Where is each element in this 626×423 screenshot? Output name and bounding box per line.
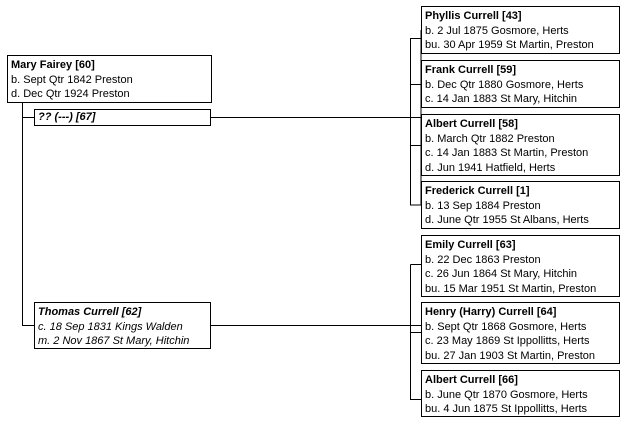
person-box-root[interactable]: Mary Fairey [60] b. Sept Qtr 1842 Presto… [7, 55, 212, 103]
person-name: ?? (---) [67] [38, 111, 96, 123]
person-detail: d. Jun 1941 Hatfield, Herts [425, 161, 556, 174]
person-name: Henry (Harry) Currell [64] [425, 306, 557, 318]
person-detail: d. June Qtr 1955 St Albans, Herts [425, 214, 589, 226]
person-detail: b. June Qtr 1870 Gosmore, Herts [425, 388, 588, 401]
person-box-child[interactable]: Frank Currell [59] b. Dec Qtr 1880 Gosmo… [421, 60, 620, 108]
person-box-child[interactable]: Frederick Currell [1] b. 13 Sep 1884 Pre… [421, 181, 620, 229]
person-detail: bu. 4 Jun 1875 St Ippollitts, Herts [425, 403, 588, 415]
person-detail: b. Sept Qtr 1842 Preston [11, 73, 133, 86]
person-box-spouse-1[interactable]: ?? (---) [67] [34, 109, 211, 126]
person-name: Albert Currell [58] [425, 118, 518, 130]
person-detail: bu. 15 Mar 1951 St Martin, Preston [425, 282, 597, 295]
person-detail: b. Sept Qtr 1868 Gosmore, Herts [425, 320, 587, 333]
person-box-child[interactable]: Albert Currell [58] b. March Qtr 1882 Pr… [421, 114, 620, 176]
person-box-child[interactable]: Emily Currell [63] b. 22 Dec 1863 Presto… [421, 235, 620, 297]
person-detail: bu. 30 Apr 1959 St Martin, Preston [425, 39, 594, 51]
person-detail: d. Dec Qtr 1924 Preston [11, 88, 130, 100]
person-detail: c. 18 Sep 1831 Kings Walden [38, 320, 183, 333]
person-detail: m. 2 Nov 1867 St Mary, Hitchin [38, 335, 190, 347]
person-detail: b. 22 Dec 1863 Preston [425, 253, 541, 266]
spouse2-children-bracket [410, 264, 421, 400]
person-name: Phyllis Currell [43] [425, 10, 522, 22]
root-to-spouse-line [22, 103, 34, 326]
person-detail: c. 26 Jun 1864 St Mary, Hitchin [425, 268, 578, 280]
person-name: Thomas Currell [62] [38, 306, 142, 318]
person-name: Emily Currell [63] [425, 239, 516, 251]
person-name: Frederick Currell [1] [425, 185, 530, 197]
person-name: Albert Currell [66] [425, 374, 518, 386]
person-detail: c. 14 Jan 1883 St Martin, Preston [425, 147, 589, 159]
person-detail: bu. 27 Jan 1903 St Martin, Preston [425, 349, 595, 362]
person-box-child[interactable]: Albert Currell [66] b. June Qtr 1870 Gos… [421, 370, 620, 417]
person-detail: b. 2 Jul 1875 Gosmore, Herts [425, 24, 569, 37]
person-detail: c. 14 Jan 1883 St Mary, Hitchin [425, 93, 578, 105]
person-box-spouse-2[interactable]: Thomas Currell [62] c. 18 Sep 1831 Kings… [34, 302, 211, 349]
person-name: Mary Fairey [60] [11, 59, 95, 71]
person-detail: b. 13 Sep 1884 Preston [425, 199, 541, 212]
person-box-child[interactable]: Phyllis Currell [43] b. 2 Jul 1875 Gosmo… [421, 6, 620, 54]
person-detail: b. Dec Qtr 1880 Gosmore, Herts [425, 78, 584, 91]
person-name: Frank Currell [59] [425, 64, 517, 76]
person-detail: b. March Qtr 1882 Preston [425, 132, 555, 145]
person-detail: c. 23 May 1869 St Ippollitts, Herts [425, 335, 590, 347]
person-box-child[interactable]: Henry (Harry) Currell [64] b. Sept Qtr 1… [421, 302, 620, 364]
